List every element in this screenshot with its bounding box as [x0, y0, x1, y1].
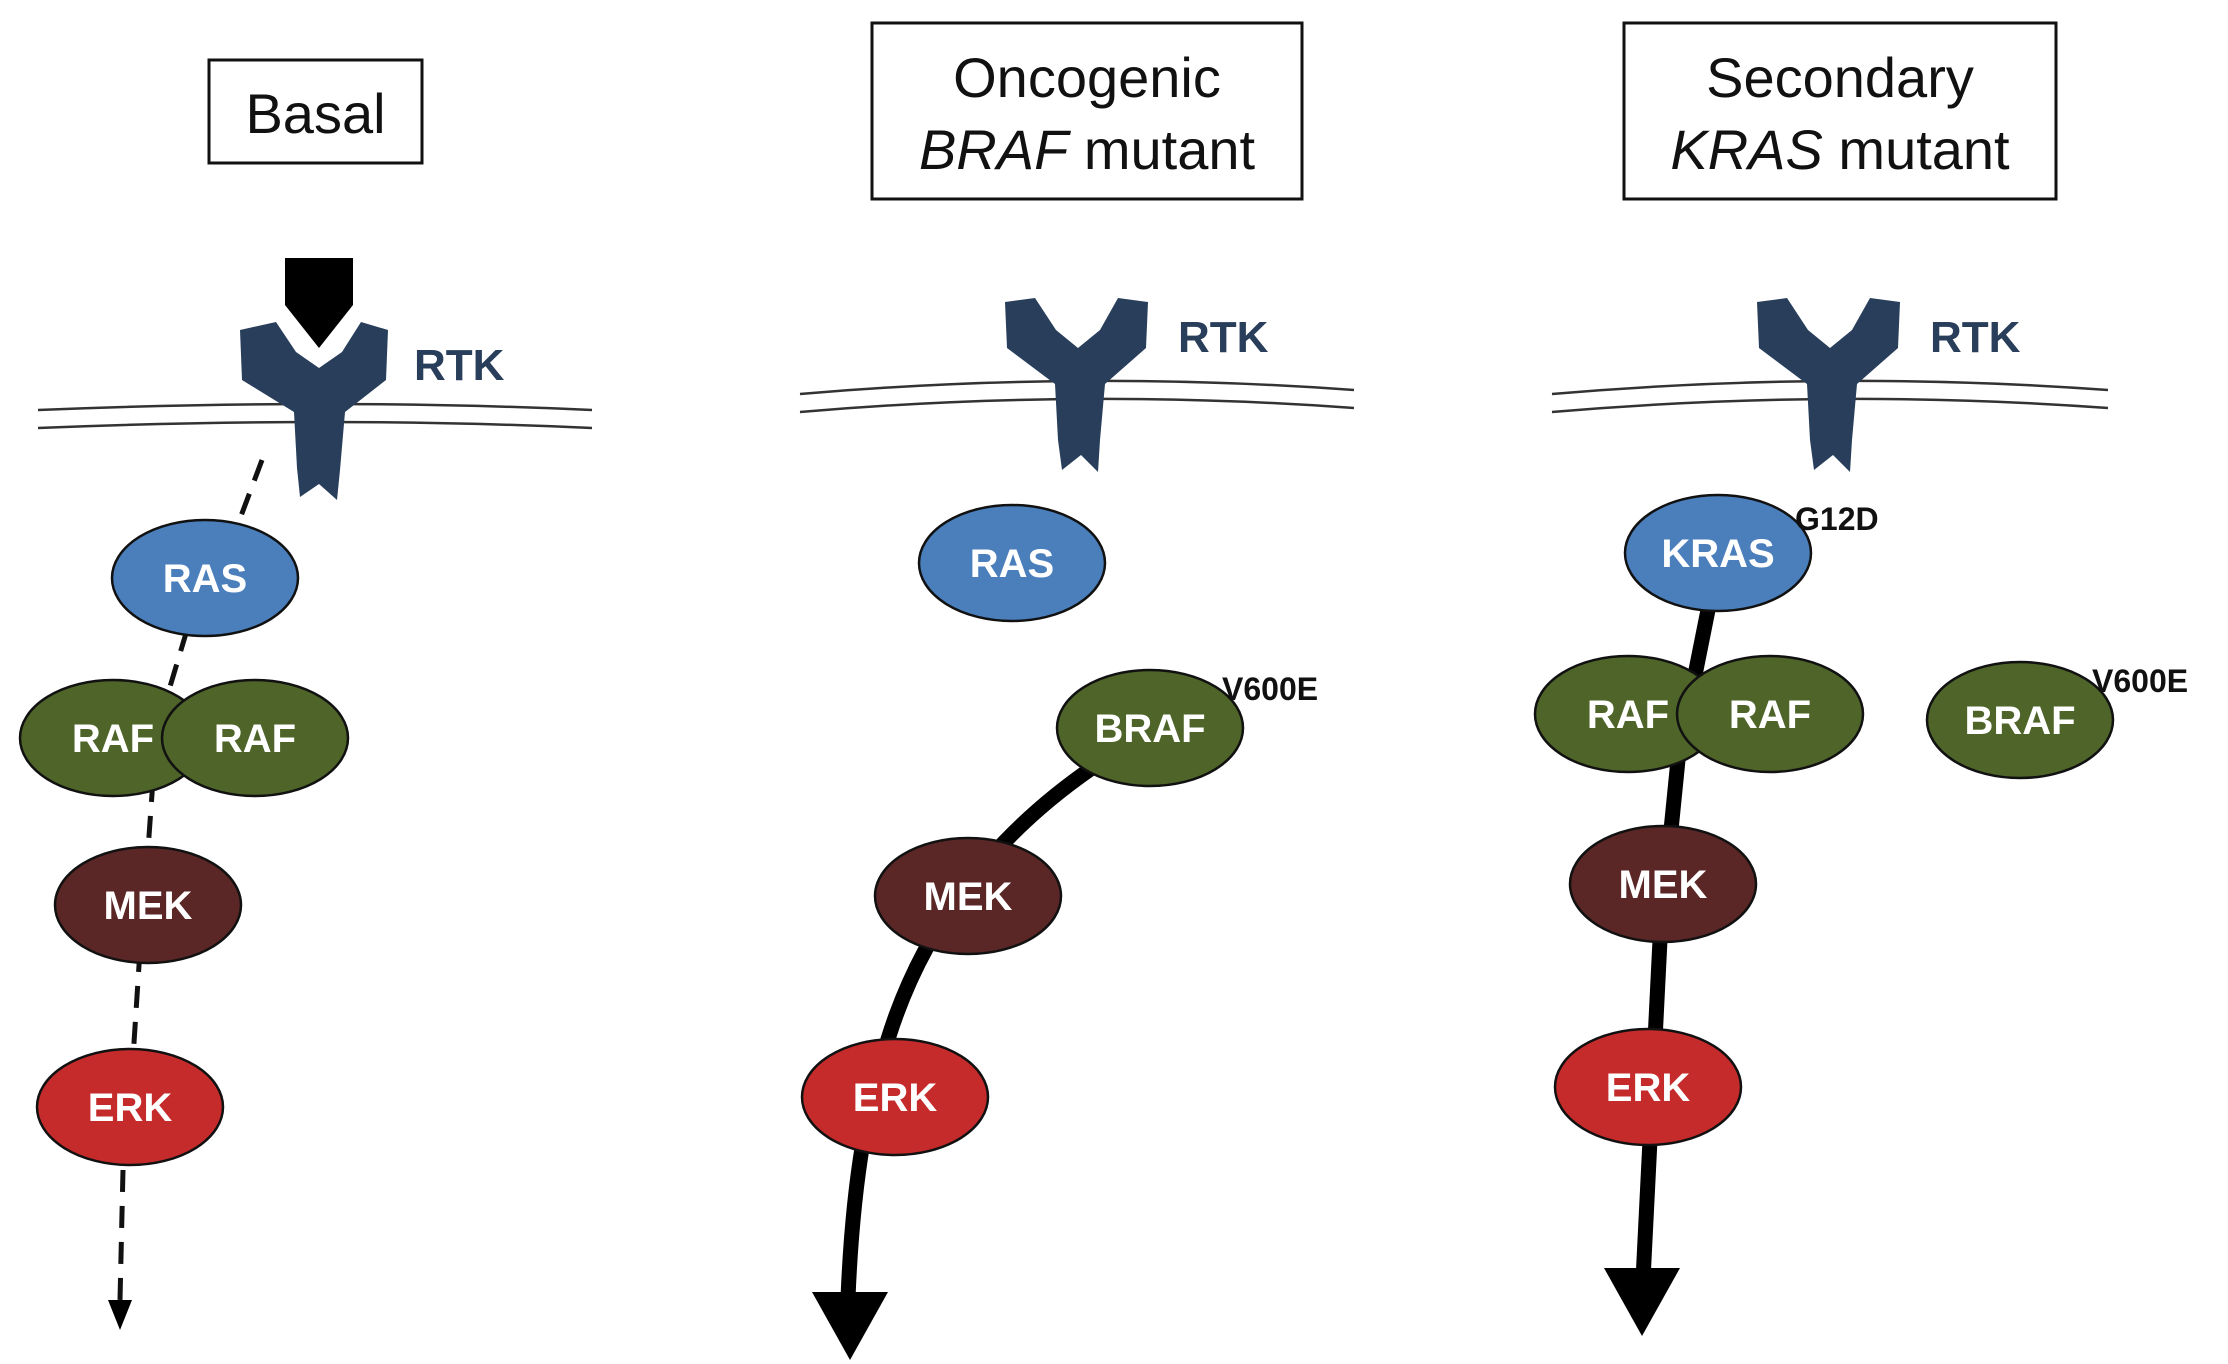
title-part: Oncogenic: [953, 46, 1221, 109]
title-part: Basal: [245, 82, 385, 145]
signal-path-dashed: [229, 459, 265, 541]
title-part: Secondary: [1706, 46, 1974, 109]
node-ellipse: [1568, 824, 1758, 944]
node-mek: MEK: [53, 845, 243, 965]
arrow-head: [108, 1300, 132, 1330]
rtk-label: RTK: [1930, 313, 2021, 362]
node-braf: BRAF: [1925, 660, 2115, 780]
node-ellipse: [1553, 1027, 1743, 1147]
node-label: RAS: [970, 542, 1054, 586]
signal-path-dashed: [160, 629, 190, 711]
node-kras: KRAS: [1623, 493, 1813, 613]
panel-braf-mutant: Oncogenic BRAF mutant RTK RAS BRAF V600E…: [799, 21, 1355, 1360]
rtk-label: RTK: [1178, 313, 1269, 362]
node-erk: ERK: [800, 1037, 990, 1157]
node-label: MEK: [1619, 863, 1708, 907]
mutation-label: G12D: [1795, 501, 1879, 537]
mutation-label: V600E: [1222, 671, 1318, 707]
arrow-head: [812, 1292, 888, 1360]
node-label: MEK: [924, 875, 1013, 919]
node-ellipse: [917, 503, 1107, 623]
node-raf: RAF: [160, 678, 350, 798]
node-ellipse: [1925, 660, 2115, 780]
title-part: BRAF: [919, 118, 1071, 181]
node-erk: ERK: [1553, 1027, 1743, 1147]
node-label: RAF: [72, 717, 154, 761]
node-label: BRAF: [1094, 707, 1205, 751]
rtk-receptor-icon: [1757, 298, 1900, 472]
panel-kras-mutant: Secondary KRAS mutant RTK KRAS G12D RAF …: [1533, 21, 2188, 1336]
node-label: RAS: [163, 557, 247, 601]
node-raf: RAF: [1675, 654, 1865, 774]
panel-title-box: [1622, 21, 2058, 201]
panel-title: BRAF mutant: [919, 118, 1256, 181]
node-ellipse: [1623, 493, 1813, 613]
panel-title-box: [870, 21, 1304, 201]
node-label: ERK: [88, 1086, 173, 1130]
node-label: RAF: [214, 717, 296, 761]
node-label: KRAS: [1661, 532, 1774, 576]
signal-path-dashed: [130, 949, 143, 1059]
node-mek: MEK: [1568, 824, 1758, 944]
node-label: RAF: [1587, 693, 1669, 737]
ligand-icon: [285, 258, 353, 348]
node-ellipse: [160, 678, 350, 798]
rtk-label: RTK: [414, 341, 505, 390]
node-label: ERK: [853, 1076, 938, 1120]
node-ellipse: [35, 1047, 225, 1167]
node-label: ERK: [1606, 1066, 1691, 1110]
node-ellipse: [1055, 668, 1245, 788]
arrow-head: [1604, 1268, 1680, 1336]
node-ellipse: [1675, 654, 1865, 774]
node-ellipse: [873, 836, 1063, 956]
node-erk: ERK: [35, 1047, 225, 1167]
title-part: mutant: [1068, 118, 1255, 181]
node-ellipse: [110, 518, 300, 638]
node-label: RAF: [1729, 693, 1811, 737]
node-mek: MEK: [873, 836, 1063, 956]
node-raf: RAF: [18, 678, 208, 798]
panel-title-box: [207, 58, 424, 165]
title-part: mutant: [1823, 118, 2010, 181]
panel-title: KRAS mutant: [1670, 118, 2010, 181]
signal-path-dashed: [117, 1169, 126, 1301]
panel-title: Basal: [245, 82, 385, 145]
node-raf: RAF: [1533, 654, 1723, 774]
node-ellipse: [53, 845, 243, 965]
node-ellipse: [800, 1037, 990, 1157]
node-label: BRAF: [1964, 699, 2075, 743]
panel-title: Oncogenic: [953, 46, 1221, 109]
node-ras: RAS: [110, 518, 300, 638]
node-ras: RAS: [917, 503, 1107, 623]
panel-title: Secondary: [1706, 46, 1974, 109]
title-part: KRAS: [1670, 118, 1823, 181]
rtk-receptor-icon: [240, 322, 388, 500]
node-label: MEK: [104, 884, 193, 928]
node-braf: BRAF: [1055, 668, 1245, 788]
panel-basal: Basal RTK RAS RAF RAF ME: [18, 58, 593, 1330]
rtk-receptor-icon: [1005, 298, 1148, 472]
mutation-label: V600E: [2092, 663, 2188, 699]
